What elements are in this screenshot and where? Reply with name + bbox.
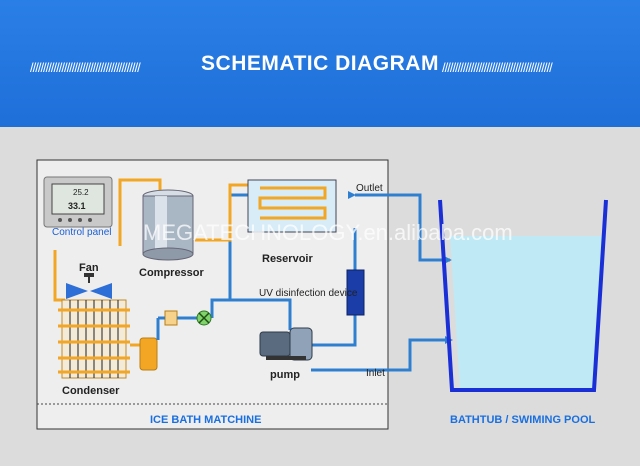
condenser-label: Condenser xyxy=(62,385,120,397)
fan-label: Fan xyxy=(79,262,99,274)
reservoir-label: Reservoir xyxy=(262,253,313,265)
control-panel: 25.2 33.1 xyxy=(43,176,113,228)
outlet-arrow-icon xyxy=(348,191,356,199)
header-banner: ////////////////////////////////////////… xyxy=(0,0,640,127)
inlet-label: Inlet xyxy=(366,368,385,379)
fan-icon xyxy=(66,273,112,299)
filter-drier xyxy=(164,310,178,326)
control-panel-label: Control panel xyxy=(52,227,111,238)
pump xyxy=(259,327,313,361)
panel-button-icon xyxy=(78,218,82,222)
ice-bath-section-label: ICE BATH MATCHINE xyxy=(150,414,261,426)
expansion-valve-icon xyxy=(196,310,212,326)
condenser-coil xyxy=(58,299,130,379)
pool-section-label: BATHTUB / SWIMING POOL xyxy=(450,414,596,426)
pump-label: pump xyxy=(270,369,300,381)
display-top-value: 25.2 xyxy=(73,188,89,197)
pool-wall xyxy=(438,199,608,392)
diagram-canvas: 25.2 33.1 Control panel Compressor Fan xyxy=(0,127,640,461)
panel-button-icon xyxy=(58,218,62,222)
uv-disinfection-device xyxy=(346,269,365,316)
display-bottom-value: 33.1 xyxy=(68,201,86,211)
page-title: SCHEMATIC DIAGRAM xyxy=(201,52,439,75)
pool-inlet-arrow-icon xyxy=(444,256,452,264)
compressor-label: Compressor xyxy=(139,267,205,279)
schematic-svg: 25.2 33.1 Control panel Compressor Fan xyxy=(36,159,608,430)
control-panel-screen xyxy=(51,183,105,215)
watermark-text: MEGATECHNOLOGY.en.alibaba.com xyxy=(143,220,513,245)
receiver-tank xyxy=(139,337,158,371)
water-pipes xyxy=(210,193,450,372)
compressor xyxy=(142,189,194,261)
uv-device-label: UV disinfection device xyxy=(259,288,358,299)
outlet-label: Outlet xyxy=(356,183,383,194)
decorative-stripes-left: ////////////////////////////////////////… xyxy=(30,60,141,74)
reservoir xyxy=(247,179,337,233)
pool xyxy=(438,199,608,392)
decorative-stripes-right: ////////////////////////////////////////… xyxy=(442,60,553,74)
panel-button-icon xyxy=(68,218,72,222)
panel-button-icon xyxy=(88,218,92,222)
